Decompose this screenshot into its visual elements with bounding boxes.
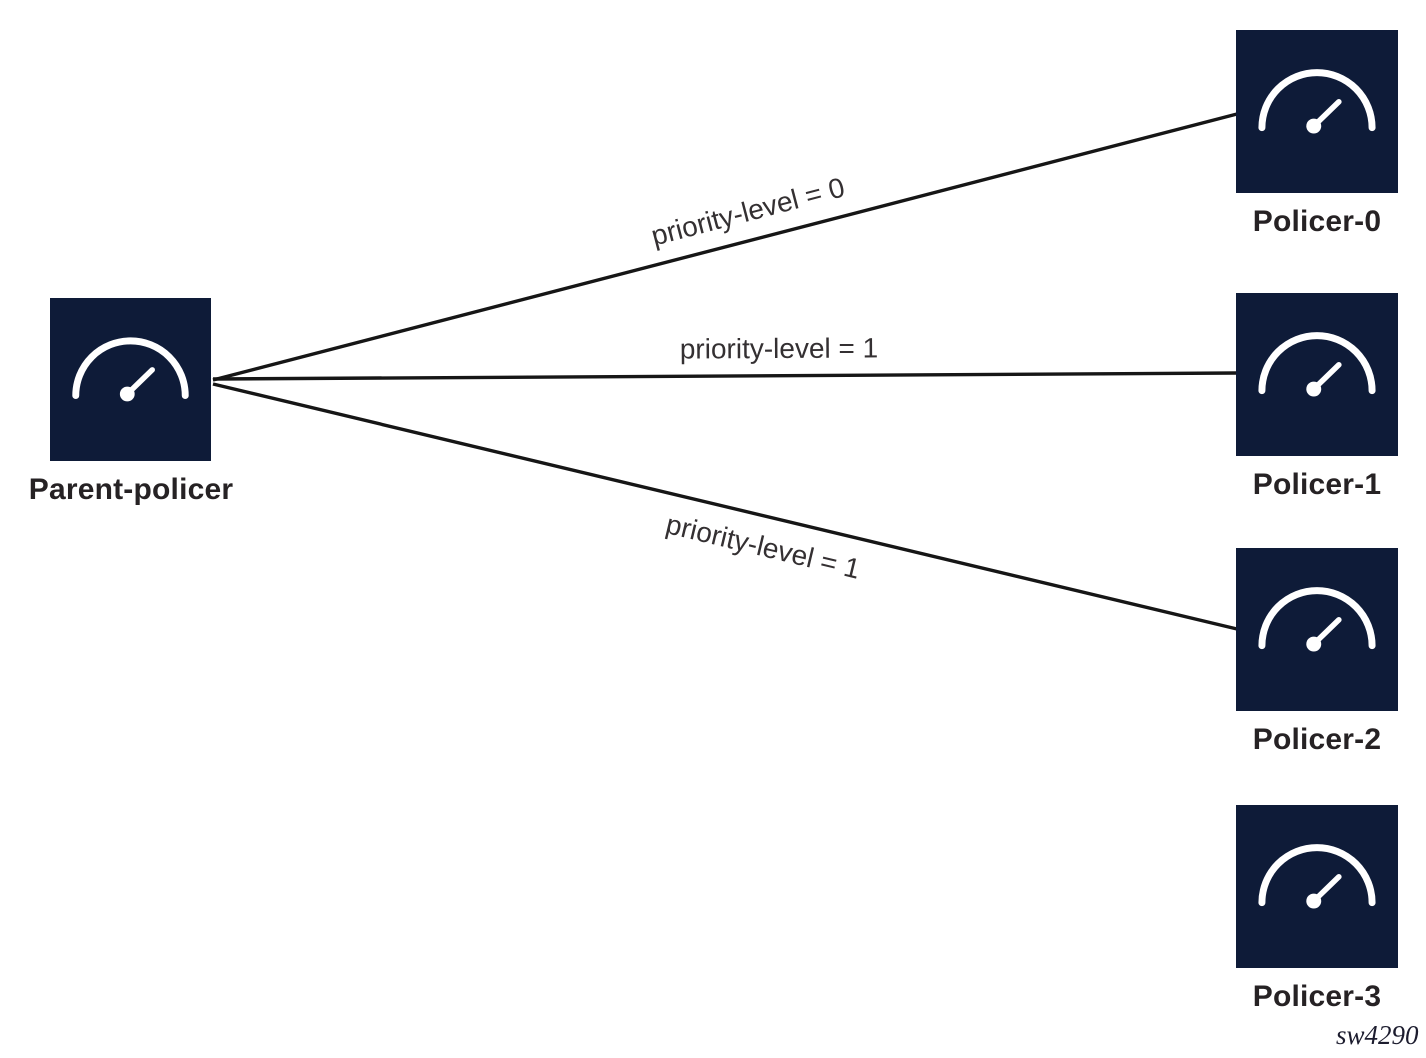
speedometer-icon xyxy=(1258,69,1376,134)
speedometer-icon xyxy=(72,337,189,402)
parent-policer-label: Parent-policer xyxy=(28,473,234,506)
node-policer-0: Policer-0 xyxy=(1236,30,1398,238)
node-policer-1: Policer-1 xyxy=(1236,293,1398,501)
node-parent-policer: Parent-policer xyxy=(29,298,233,506)
policer-2-box xyxy=(1236,548,1398,711)
edge-line-parent-to-policer-1 xyxy=(212,371,1238,381)
policer-0-label: Policer-0 xyxy=(1252,205,1382,238)
policer-3-box xyxy=(1236,805,1398,968)
speedometer-icon xyxy=(1258,844,1376,909)
speedometer-icon xyxy=(1258,587,1376,652)
policer-3-label: Policer-3 xyxy=(1252,980,1382,1013)
edge-label-priority-level-1: priority-level = 1 xyxy=(679,332,879,365)
policer-1-label: Policer-1 xyxy=(1252,468,1382,501)
edge-line-parent-to-policer-2 xyxy=(212,382,1238,631)
policer-0-box xyxy=(1236,30,1398,193)
node-policer-3: Policer-3 xyxy=(1236,805,1398,1013)
policer-2-label: Policer-2 xyxy=(1252,723,1382,756)
node-policer-2: Policer-2 xyxy=(1236,548,1398,756)
policer-1-box xyxy=(1236,293,1398,456)
edge-line-parent-to-policer-0 xyxy=(212,112,1238,382)
figure-watermark: sw4290 xyxy=(1336,1020,1419,1050)
speedometer-icon xyxy=(1258,332,1376,397)
parent-policer-box xyxy=(50,298,211,461)
